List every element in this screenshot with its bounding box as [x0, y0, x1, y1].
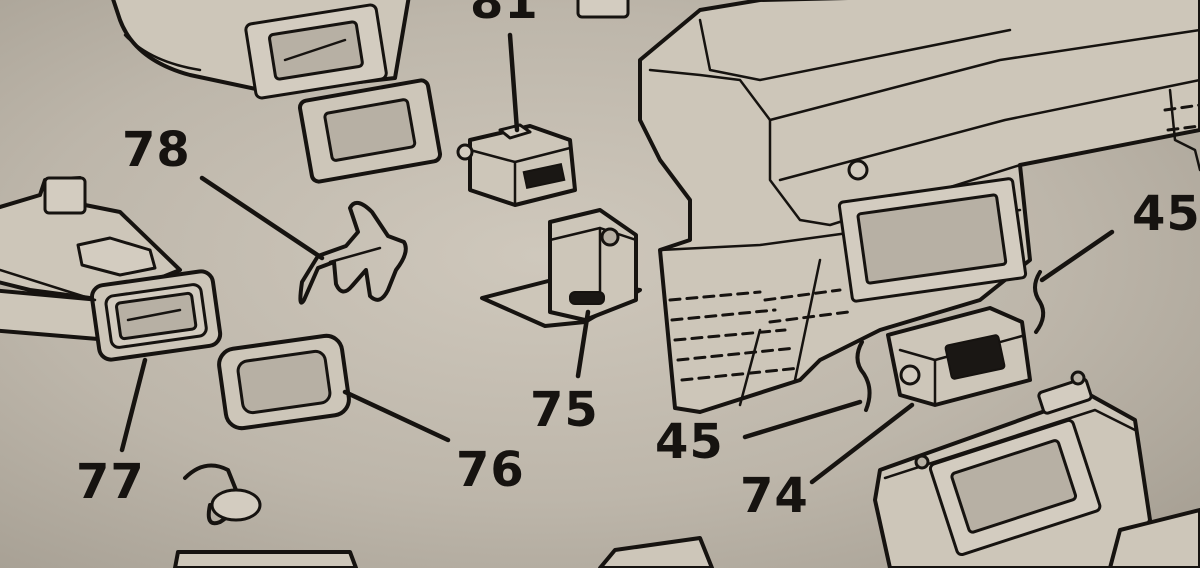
callout-81: 81: [470, 0, 539, 30]
lower-trim-bezel: [873, 370, 1200, 568]
part-75-bracket: [480, 208, 642, 328]
part-78-clip: [298, 200, 408, 305]
callout-74: 74: [740, 468, 809, 524]
leader-45-lower: [742, 399, 863, 440]
leader-78: [199, 175, 325, 261]
leader-75: [575, 309, 591, 379]
leader-74: [809, 402, 915, 485]
leader-81: [507, 32, 520, 133]
console-assembly: [638, 0, 1200, 414]
part-76-bezel: [217, 333, 351, 431]
leader-lines: [119, 32, 1115, 485]
bottom-fragments: [173, 463, 714, 568]
upper-bezel: [297, 78, 443, 184]
part-45-springs: [855, 270, 1046, 412]
part-81-connector: [456, 0, 630, 207]
part-77-duct: [0, 176, 223, 362]
leader-77: [119, 357, 148, 453]
leader-76: [342, 389, 451, 443]
callout-45-upper: 45: [1132, 186, 1200, 242]
part-74-module: [886, 306, 1032, 407]
callout-75: 75: [530, 382, 599, 438]
upper-left-housing: [111, 0, 411, 100]
callout-45-lower: 45: [655, 414, 724, 470]
callout-78: 78: [122, 122, 191, 178]
callout-76: 76: [456, 442, 525, 498]
leader-45-upper: [1039, 229, 1115, 283]
callout-77: 77: [76, 454, 145, 510]
